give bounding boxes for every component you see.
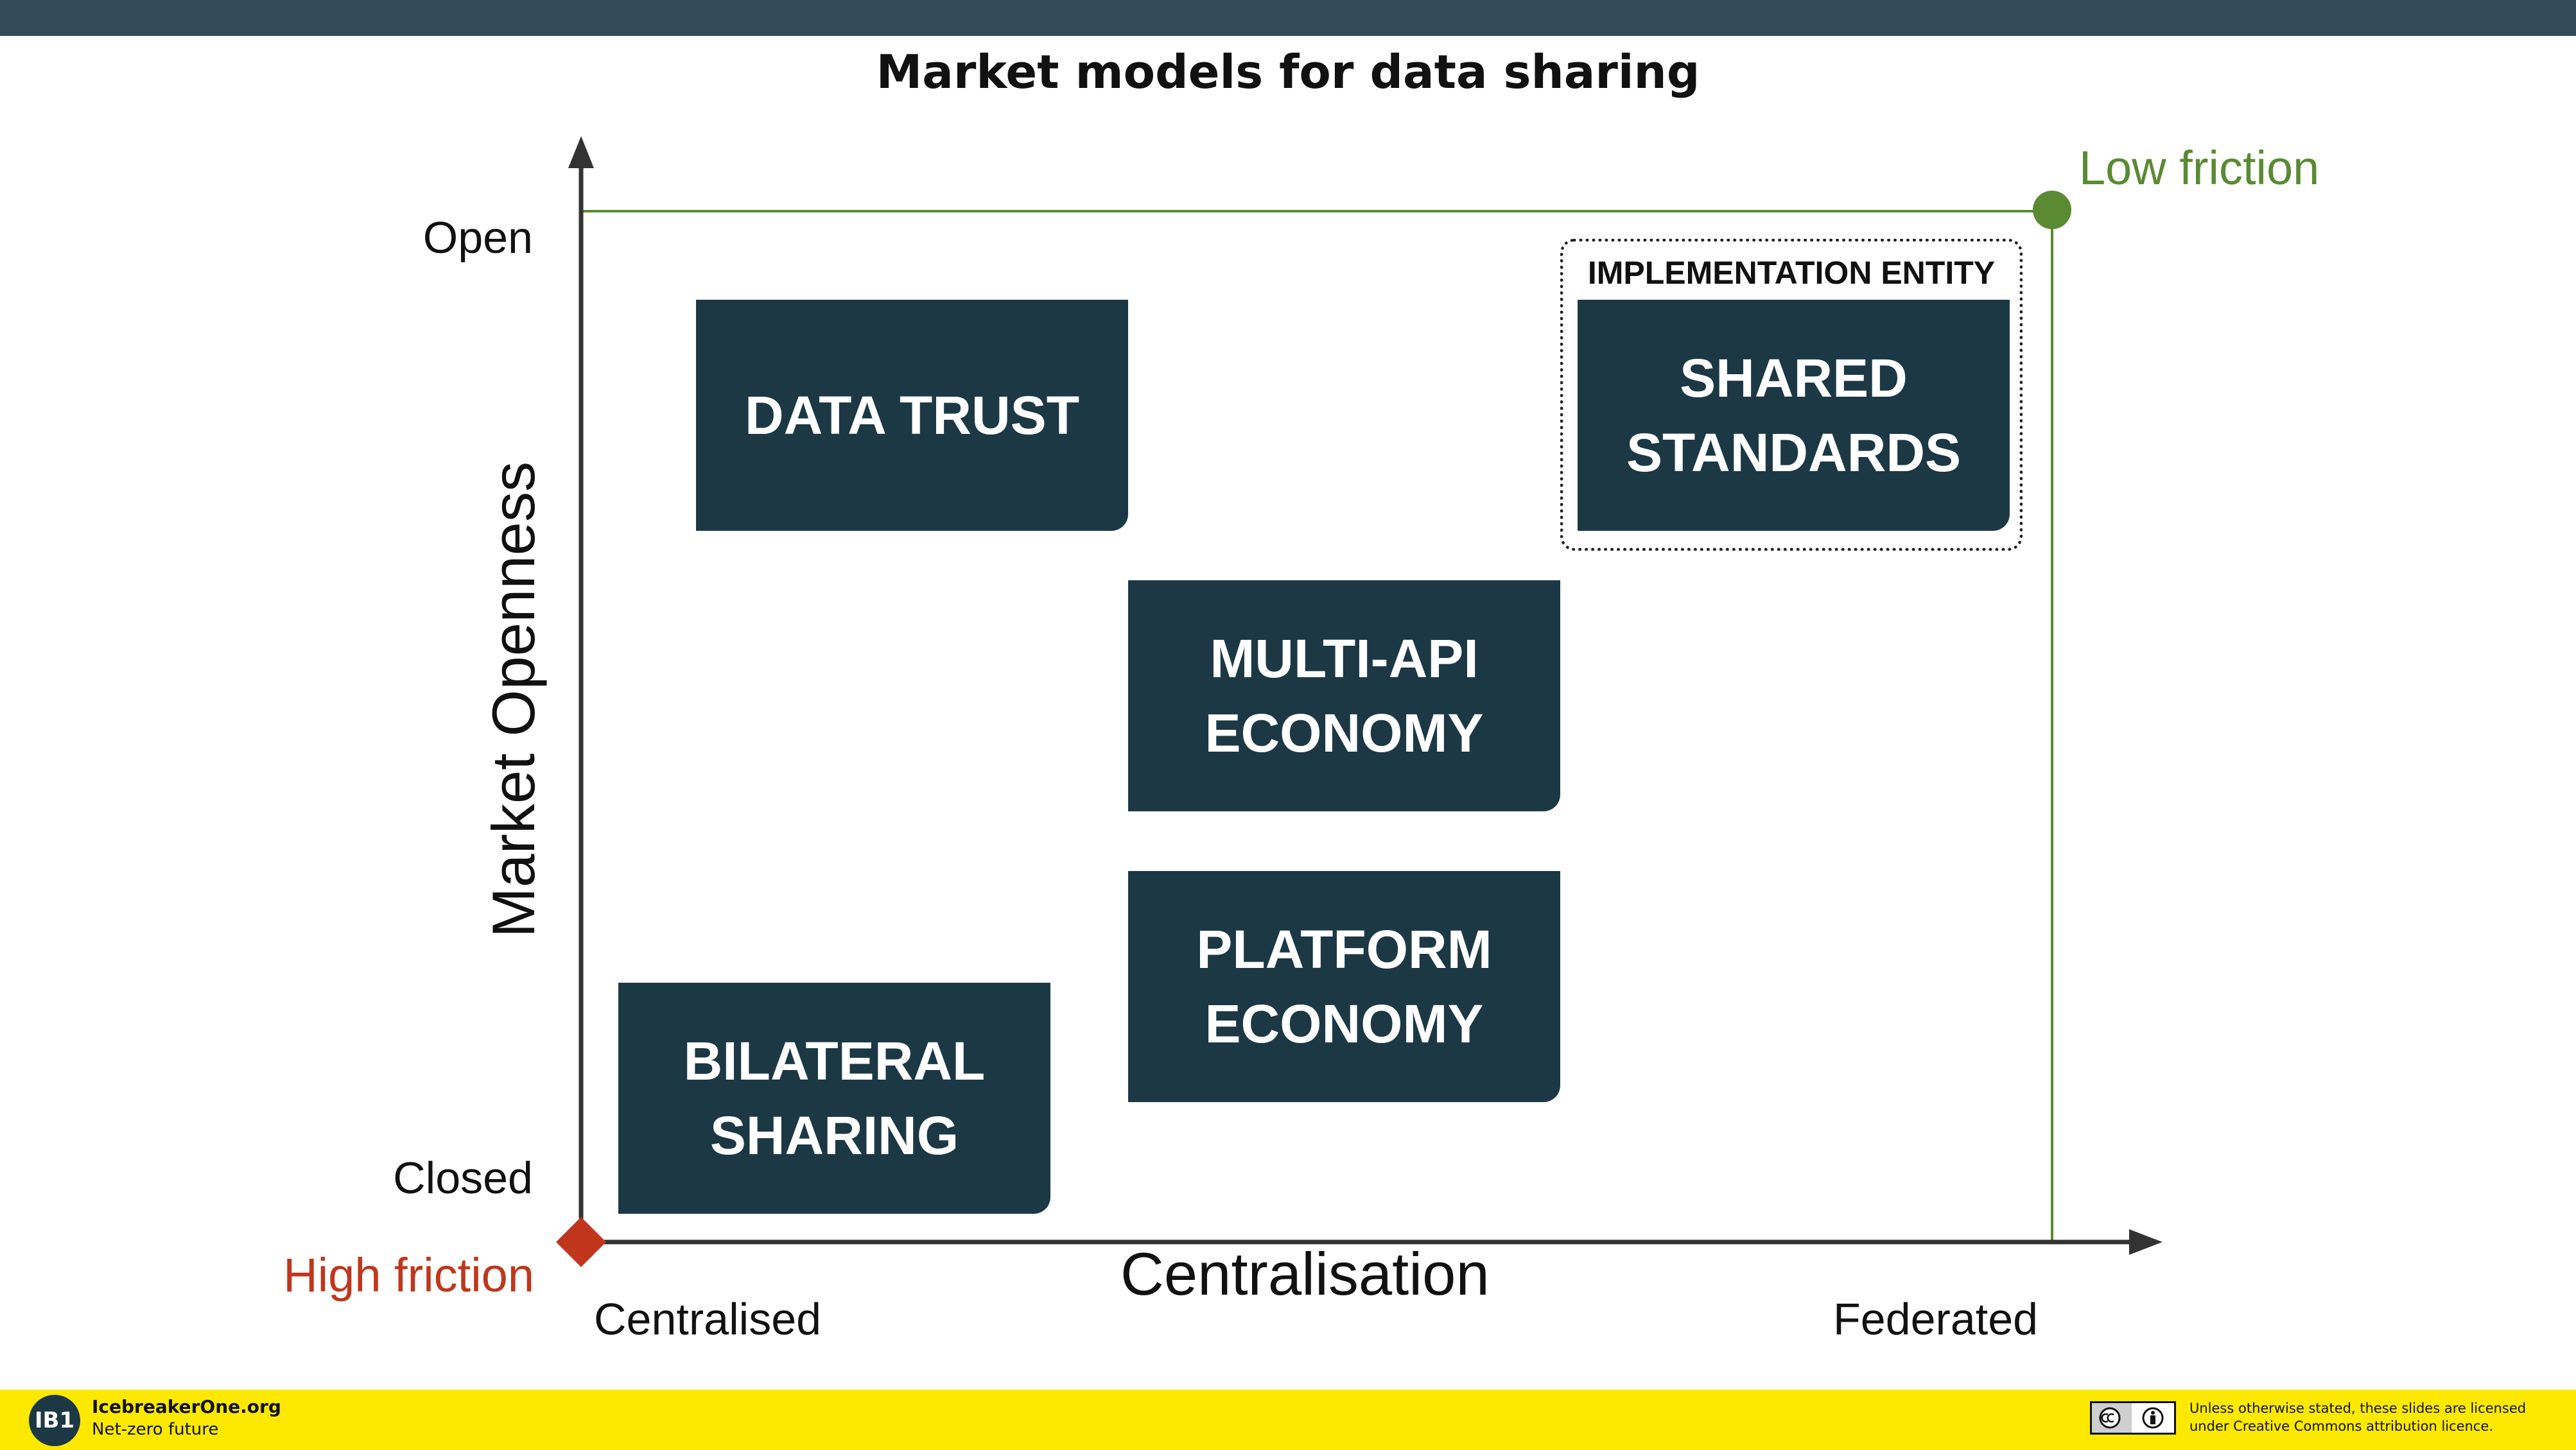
brand-tagline: Net-zero future [92,1420,219,1439]
high-friction-label: High friction [283,1248,534,1302]
y-axis-top-label: Open [422,212,533,263]
high-friction-marker [556,1217,606,1267]
implementation-entity-label: IMPLEMENTATION ENTITY [1587,255,1996,291]
data-trust-label: DATA TRUST [744,385,1080,445]
shared-standards-box: SHARED STANDARDS [1578,300,2010,531]
multi-api-economy-box: MULTI-API ECONOMY [1128,580,1560,811]
multi-api-economy-label: MULTI-API ECONOMY [1205,628,1484,763]
top-bar [0,0,2576,36]
page-title: Market models for data sharing [876,45,1700,99]
x-axis-title: Centralisation [1120,1240,1490,1308]
cc-by-glyphs [2092,1403,2174,1433]
platform-economy-box: PLATFORM ECONOMY [1128,871,1560,1102]
ib1-logo: IB1 [29,1395,80,1446]
bilateral-sharing-label: BILATERAL SHARING [683,1031,986,1166]
data-trust-box: DATA TRUST [696,300,1128,531]
platform-economy-label: PLATFORM ECONOMY [1196,919,1492,1054]
bilateral-sharing-box: BILATERAL SHARING [618,983,1050,1214]
low-friction-marker [2033,191,2071,229]
implementation-entity-frame [1560,239,2023,551]
cc-by-license-icon [2090,1401,2176,1435]
x-axis-arrowhead [2129,1229,2163,1255]
license-text: Unless otherwise stated, these slides ar… [2189,1401,2527,1434]
y-axis-arrowhead [568,136,594,168]
x-axis-left-label: Centralised [594,1294,822,1344]
low-friction-label: Low friction [2079,141,2320,194]
brand-name: IcebreakerOne.org [92,1396,281,1417]
y-axis-title: Market Openness [480,462,547,938]
shared-standards-label: SHARED STANDARDS [1626,348,1962,483]
y-axis-bottom-label: Closed [393,1153,533,1203]
x-axis-right-label: Federated [1833,1294,2039,1344]
